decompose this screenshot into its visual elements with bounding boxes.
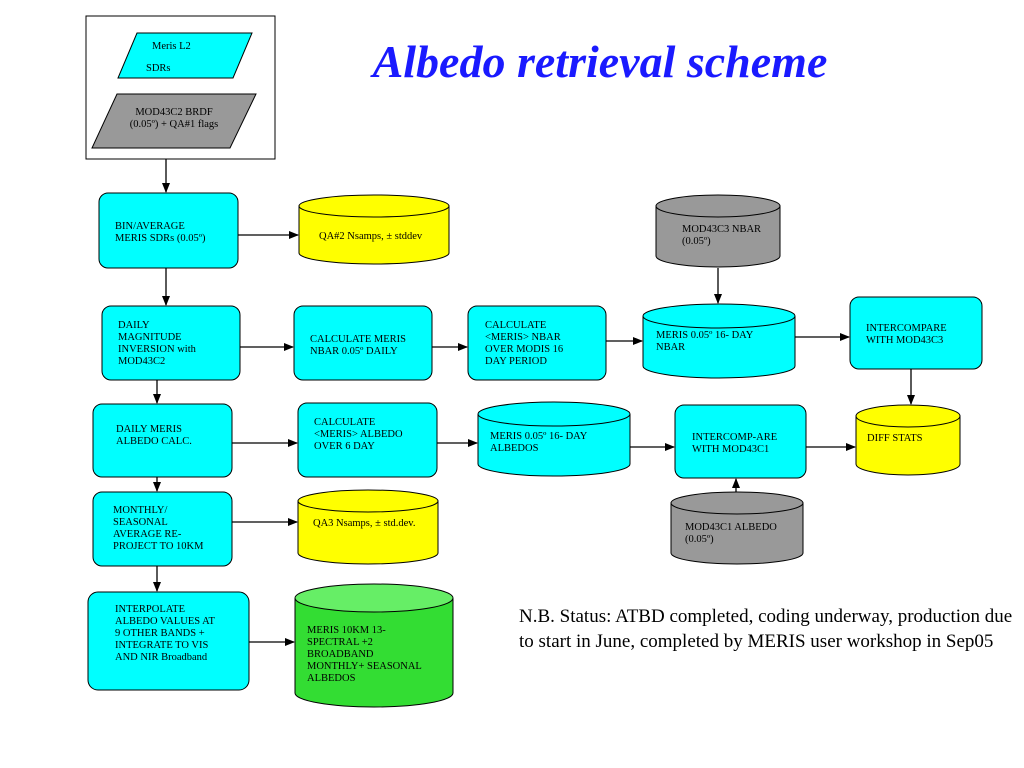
intercomp-c1-label: INTERCOMP-ARE WITH MOD43C1 [692,432,778,455]
intercompare-c3-label: INTERCOMPARE WITH MOD43C3 [866,323,947,346]
mod43c2-label: MOD43C2 BRDF (0.05º) + QA#1 flags [129,107,219,130]
calc-nbar-16day-label: CALCULATE <MERIS> NBAR OVER MODIS 16 DAY… [485,320,564,367]
daily-inversion-box [101,305,241,381]
qa3-label: QA3 Nsamps, ± std.dev. [313,518,416,529]
daily-albedo-label: DAILY MERIS ALBEDO CALC. [116,424,192,447]
arrows [153,159,915,646]
meris-16day-nbar-cylinder [642,303,796,379]
bin-average-box [98,192,239,269]
qa3-cylinder [297,489,439,565]
monthly-seasonal-box [92,491,233,567]
page-title: Albedo retrieval scheme [372,36,828,87]
mod43c1-albedo-label: MOD43C1 ALBEDO (0.05º) [685,522,777,545]
bin-average-label: BIN/AVERAGE MERIS SDRs (0.05º) [115,221,206,244]
calc-nbar-16day-box [467,305,607,381]
diff-stats-cylinder [855,404,961,476]
meris-l2-parallelogram [117,32,253,79]
daily-inversion-label: DAILY MAGNITUDE INVERSION with MOD43C2 [118,320,196,367]
meris-16day-albedos-label: MERIS 0.05º 16- DAY ALBEDOS [490,431,588,454]
meris-10km-label: MERIS 10KM 13- SPECTRAL +2 BROADBAND MON… [307,625,422,684]
meris-10km-cylinder [294,583,454,708]
meris-sdrs-label: SDRs [146,63,171,74]
status-note: N.B. Status: ATBD completed, coding unde… [519,606,1013,652]
intercompare-c3-box [849,296,983,370]
diff-stats-label: DIFF STATS [867,433,923,444]
mod43c1-albedo-cylinder [670,491,804,565]
daily-albedo-box [92,403,233,478]
mod43c2-parallelogram [91,93,257,149]
calc-albedo-6day-box [297,402,438,478]
mod43c3-nbar-cylinder [655,194,781,268]
mod43c3-nbar-label: MOD43C3 NBAR (0.05º) [682,224,762,247]
meris-l2-label: Meris L2 [152,41,191,52]
calc-albedo-6day-label: CALCULATE <MERIS> ALBEDO OVER 6 DAY [314,417,403,452]
interpolate-box [87,591,250,691]
monthly-seasonal-label: MONTHLY/ SEASONAL AVERAGE RE- PROJECT TO… [113,505,204,552]
calc-nbar-daily-box [293,305,433,381]
qa2-cylinder [298,194,450,265]
meris-16day-nbar-label: MERIS 0.05º 16- DAY NBAR [656,330,754,353]
intercomp-c1-box [674,404,807,479]
interpolate-label: INTERPOLATE ALBEDO VALUES AT 9 OTHER BAN… [115,604,215,663]
calc-nbar-daily-label: CALCULATE MERIS NBAR 0.05º DAILY [310,334,406,357]
meris-16day-albedos-cylinder [477,401,631,477]
qa2-label: QA#2 Nsamps, ± stddev [319,231,423,242]
